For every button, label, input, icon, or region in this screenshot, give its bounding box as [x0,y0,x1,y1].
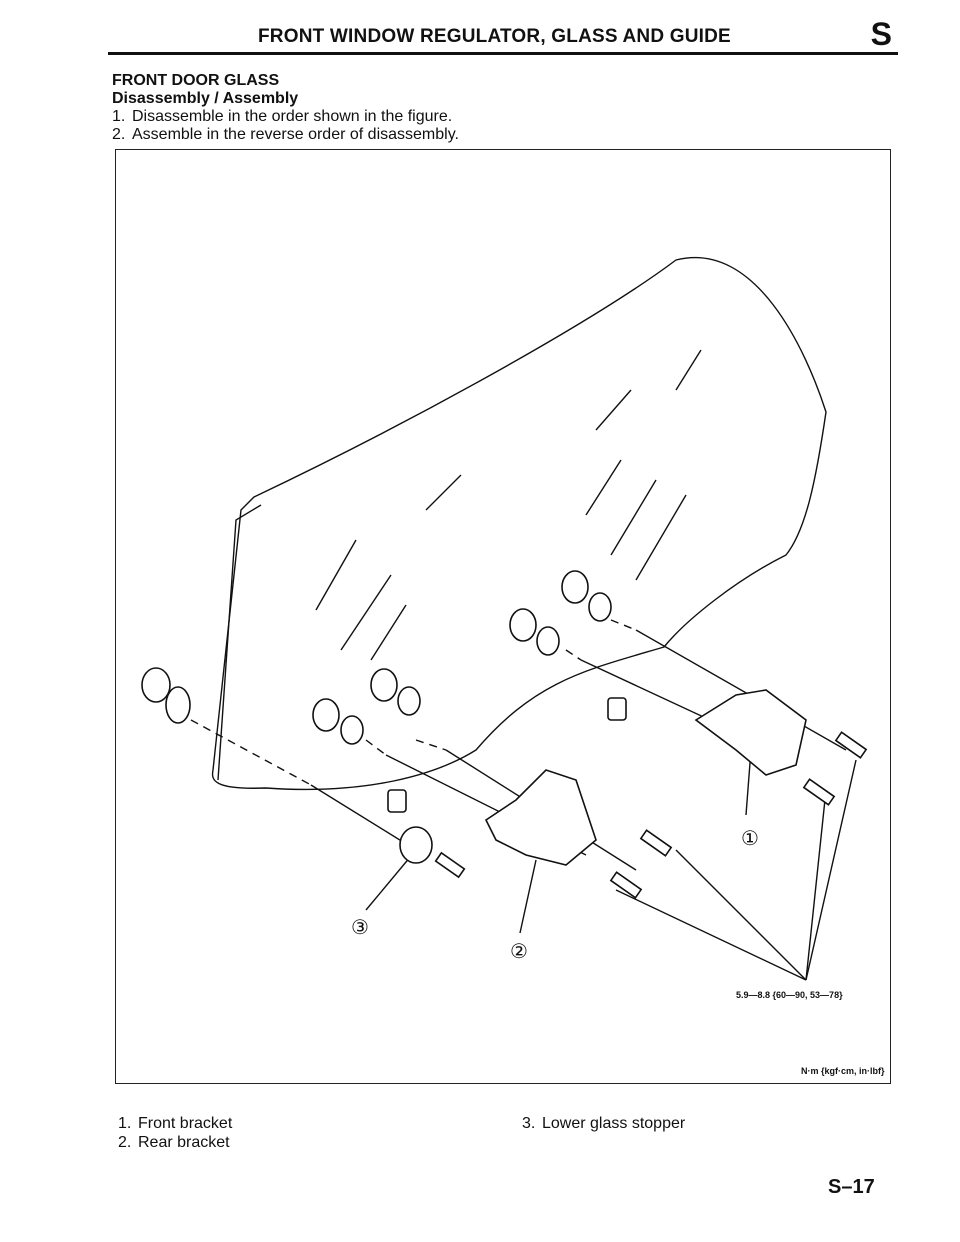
section-intro: FRONT DOOR GLASS Disassembly / Assembly … [112,72,892,144]
part-number: 1. [118,1115,132,1132]
exploded-view-figure: ① ② ③ 5.9—8.8 {60—90, 53—78} N·m {kgf·cm… [115,149,891,1084]
callout-1: ① [741,826,759,850]
front-bracket [694,689,807,776]
unit-note: N·m {kgf·cm, in·lbf} [801,1066,885,1076]
part-number: 2. [118,1134,132,1151]
part-number: 3. [522,1115,536,1132]
torque-spec: 5.9—8.8 {60—90, 53—78} [736,990,843,1000]
part-label: Front bracket [138,1115,233,1132]
instruction-number: 2. [112,126,126,143]
instruction-number: 1. [112,108,126,125]
part-label: Lower glass stopper [542,1115,686,1132]
page-number: S–17 [828,1176,875,1198]
instruction-1: 1. Disassemble in the order shown in the … [112,108,892,126]
header-title: FRONT WINDOW REGULATOR, GLASS AND GUIDE [258,26,731,47]
instruction-2: 2. Assemble in the reverse order of disas… [112,126,892,144]
door-glass-diagram: ① ② ③ [141,257,868,981]
callout-2: ② [510,939,528,963]
instruction-text: Disassemble in the order shown in the fi… [132,108,453,125]
instruction-text: Assemble in the reverse order of disasse… [132,126,459,143]
parts-list-left: 1. Front bracket 2. Rear bracket [118,1114,232,1152]
subsection-title: Disassembly / Assembly [112,90,299,107]
page-header: FRONT WINDOW REGULATOR, GLASS AND GUIDE … [108,16,898,55]
section-title: FRONT DOOR GLASS [112,72,280,89]
parts-list-item: 3. Lower glass stopper [522,1114,685,1133]
parts-list-item: 1. Front bracket [118,1114,232,1133]
part-label: Rear bracket [138,1134,230,1151]
parts-list-item: 2. Rear bracket [118,1133,232,1152]
door-glass [211,257,827,791]
callout-3: ③ [351,915,369,939]
section-letter: S [870,16,892,52]
parts-list-right: 3. Lower glass stopper [522,1114,685,1133]
rear-bracket [484,769,597,866]
